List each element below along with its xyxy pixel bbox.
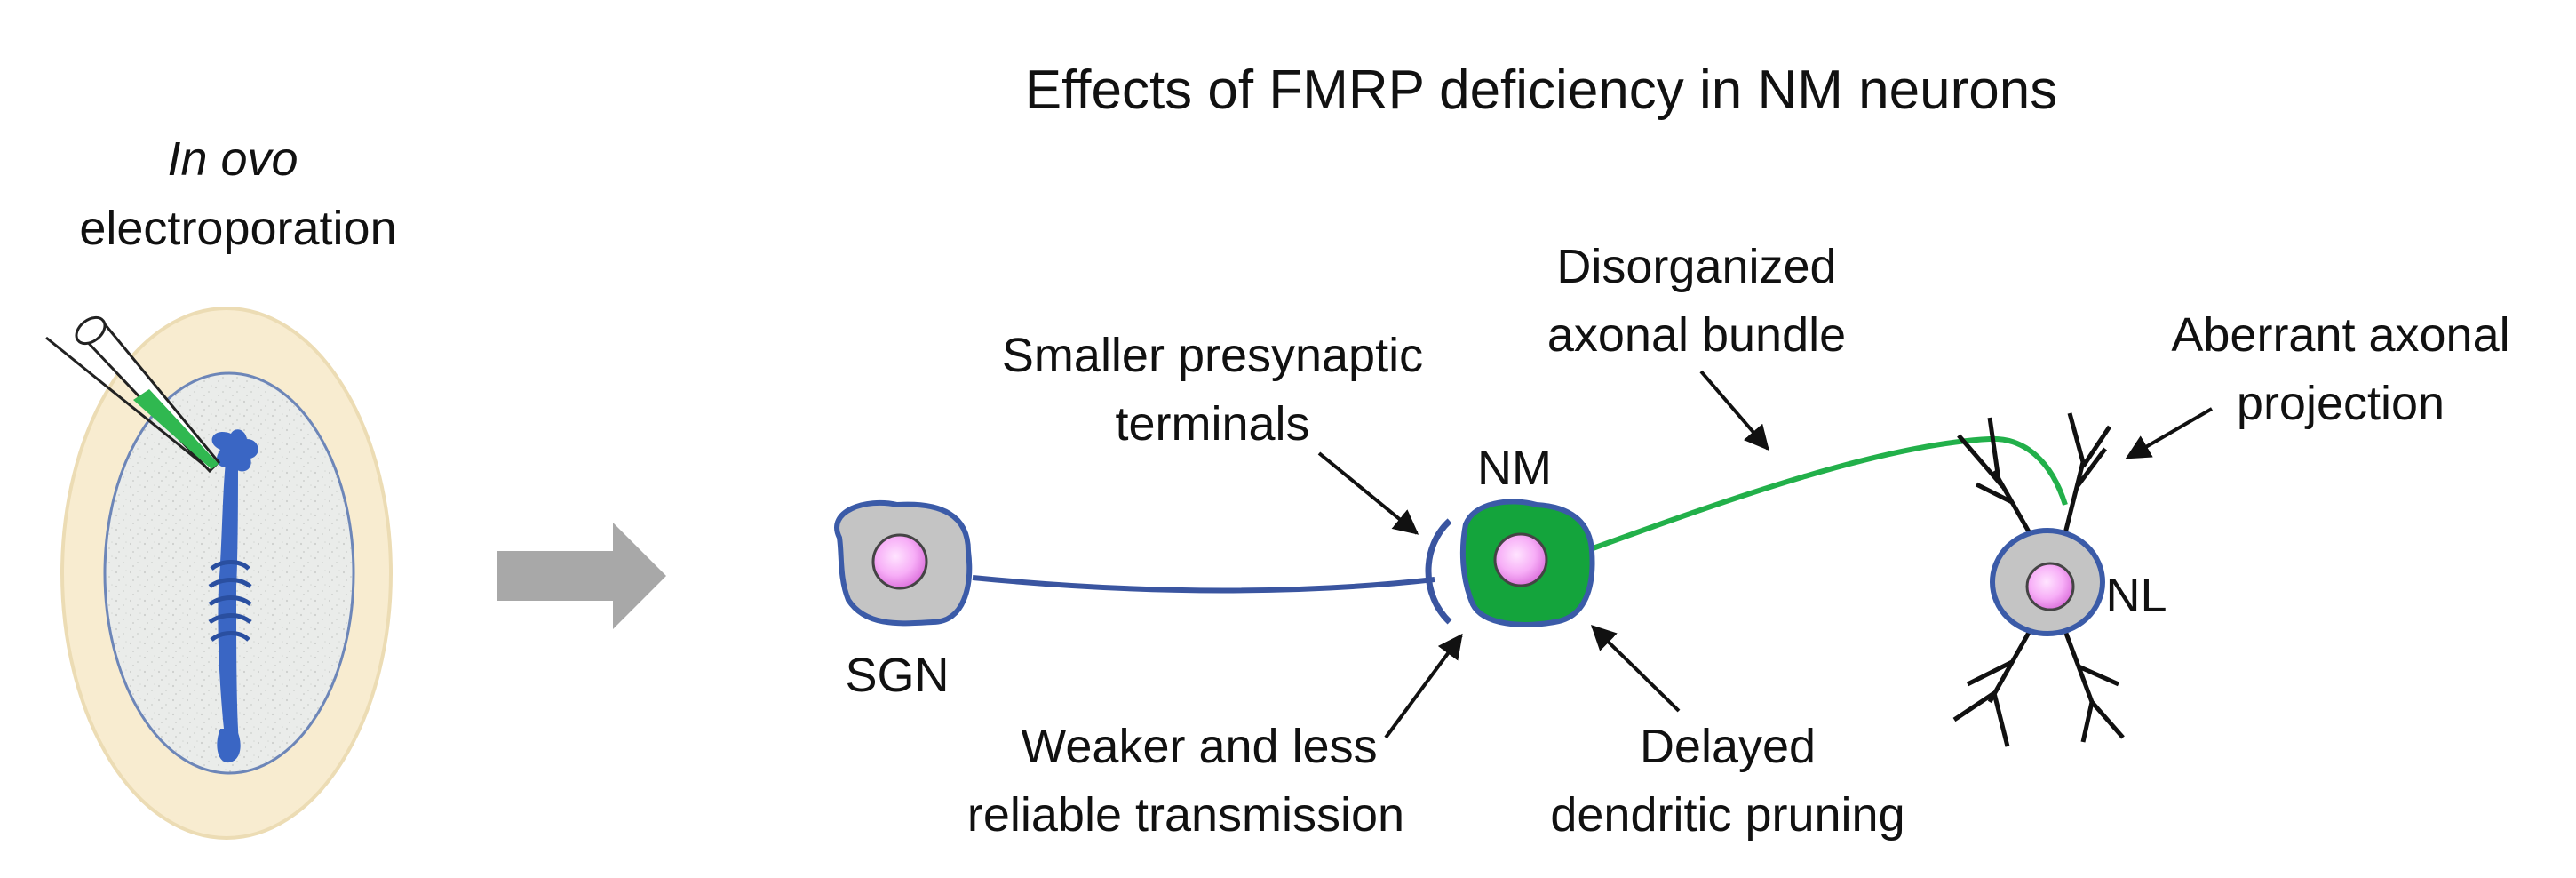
nl-nucleus	[2025, 562, 2075, 611]
annotation-axonal-projection-line1: Aberrant axonal	[2171, 308, 2509, 362]
nm-nucleus	[1493, 532, 1548, 587]
annotation-axonal-bundle-line2: axonal bundle	[1547, 308, 1846, 362]
presynaptic-terminal	[1425, 518, 1452, 625]
annotation-transmission: Weaker and less reliable transmission	[967, 633, 1463, 842]
sgn-axon	[972, 575, 1435, 594]
annotation-presynaptic-line1: Smaller presynaptic	[1002, 329, 1423, 382]
embryo	[208, 429, 258, 763]
electroporation-pipette	[45, 315, 221, 474]
nm-label: NM	[1477, 442, 1552, 495]
arrow-transmission	[1384, 633, 1463, 739]
annotation-transmission-line1: Weaker and less	[1021, 720, 1377, 773]
sgn-cell	[834, 499, 973, 627]
annotation-pruning: Delayed dendritic pruning	[1550, 625, 1905, 842]
sgn-label: SGN	[845, 649, 949, 702]
annotation-axonal-bundle: Disorganized axonal bundle	[1547, 240, 1846, 451]
nl-label: NL	[2105, 569, 2167, 622]
diagram-title: Effects of FMRP deficiency in NM neurons	[1025, 60, 2057, 121]
annotation-axonal-projection-line2: projection	[2237, 377, 2445, 430]
annotation-axonal-bundle-line1: Disorganized	[1556, 240, 1836, 293]
transition-arrow	[497, 523, 666, 629]
nm-axon	[1584, 435, 2068, 554]
sgn-nucleus	[871, 533, 928, 590]
annotation-transmission-line2: reliable transmission	[967, 788, 1404, 842]
arrow-pruning	[1590, 625, 1681, 713]
nm-cell	[1459, 499, 1595, 627]
arrow-axonal-bundle	[1699, 370, 1769, 451]
annotation-axonal-projection: Aberrant axonal projection	[2125, 308, 2510, 459]
annotation-presynaptic-line2: terminals	[1115, 397, 1309, 451]
arrow-axonal-projection	[2125, 407, 2214, 459]
nl-dendrites	[1952, 412, 2125, 747]
nl-cell	[1990, 528, 2105, 636]
annotation-pruning-line2: dendritic pruning	[1550, 788, 1904, 842]
annotation-presynaptic: Smaller presynaptic terminals	[1002, 329, 1423, 535]
arrow-presynaptic	[1317, 451, 1419, 535]
left-label-line2: electroporation	[79, 202, 396, 255]
annotation-pruning-line1: Delayed	[1640, 720, 1816, 773]
left-label-line1: In ovo	[167, 132, 298, 186]
